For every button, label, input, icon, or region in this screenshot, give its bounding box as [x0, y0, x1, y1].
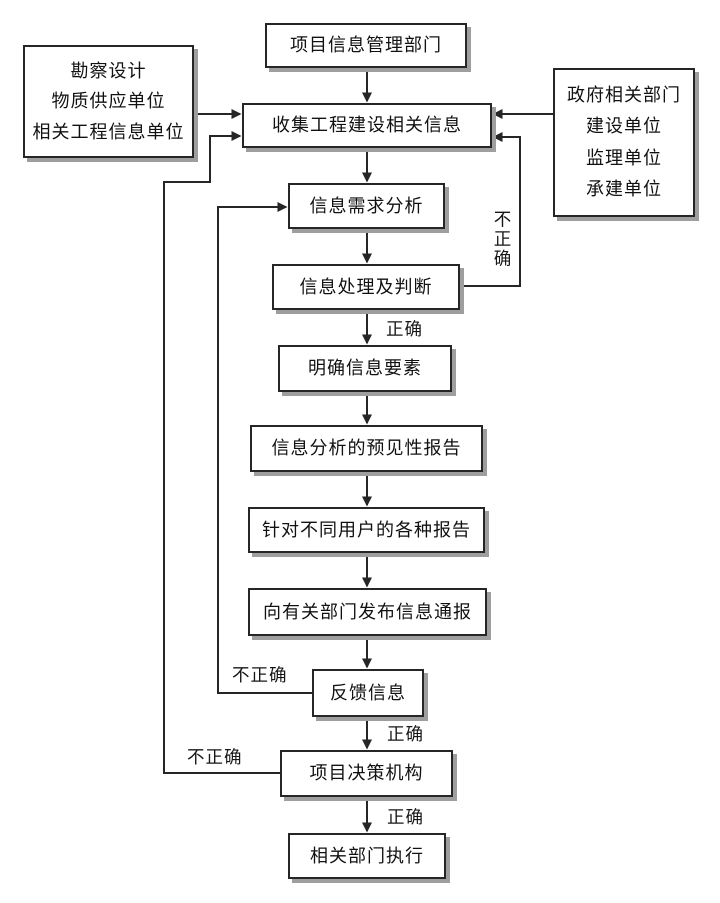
node-label: 向有关部门发布信息通报 [263, 601, 472, 622]
node-clarify-elements: 明确信息要素 [278, 345, 452, 392]
node-label-line: 物质供应单位 [51, 91, 166, 112]
node-label-line: 承建单位 [586, 179, 662, 200]
node-publish-bulletin: 向有关部门发布信息通报 [248, 588, 487, 636]
node-label-line: 政府相关部门 [567, 84, 681, 105]
node-label-line: 监理单位 [586, 147, 662, 168]
node-user-reports: 针对不同用户的各种报告 [248, 507, 485, 553]
node-label-line: 相关工程信息单位 [32, 121, 185, 142]
node-predictive-report: 信息分析的预见性报告 [250, 425, 483, 472]
node-decision-body: 项目决策机构 [280, 750, 453, 797]
node-label: 项目信息管理部门 [290, 35, 442, 56]
edge-label-incorrect-judge-loop: 不正确 [492, 210, 512, 269]
node-label: 相关部门执行 [310, 845, 424, 866]
connector-judge-incorrect-loop [460, 132, 521, 287]
node-label-line: 建设单位 [586, 116, 662, 137]
edge-label-correct-after-judge: 正确 [386, 319, 423, 339]
node-label: 项目决策机构 [309, 763, 424, 784]
edge-label-incorrect-decision-loop: 不正确 [187, 747, 243, 767]
node-feedback-info: 反馈信息 [312, 669, 424, 717]
node-label: 信息需求分析 [309, 195, 424, 216]
node-project-info-dept: 项目信息管理部门 [265, 23, 467, 68]
node-label: 收集工程建设相关信息 [272, 115, 462, 136]
node-collect-info: 收集工程建设相关信息 [242, 103, 492, 148]
connector-decision-incorrect-loop [163, 131, 280, 774]
node-label: 针对不同用户的各种报告 [262, 519, 471, 540]
node-left-info-sources: 勘察设计 物质供应单位 相关工程信息单位 [23, 45, 194, 158]
edge-label-incorrect-feedback-loop: 不正确 [232, 665, 288, 685]
node-process-judge: 信息处理及判断 [272, 264, 460, 310]
node-departments-execute: 相关部门执行 [288, 833, 446, 879]
node-demand-analysis: 信息需求分析 [288, 183, 445, 229]
edge-label-correct-after-feedback: 正确 [387, 724, 424, 744]
node-right-info-sources: 政府相关部门 建设单位 监理单位 承建单位 [553, 68, 695, 217]
connector-feedback-incorrect-loop [217, 202, 312, 694]
node-label: 明确信息要素 [308, 358, 422, 379]
node-label-line: 勘察设计 [70, 60, 147, 81]
node-label: 反馈信息 [330, 682, 406, 703]
edge-label-correct-after-decision: 正确 [387, 807, 424, 827]
node-label: 信息分析的预见性报告 [271, 438, 462, 459]
node-label: 信息处理及判断 [299, 276, 433, 297]
